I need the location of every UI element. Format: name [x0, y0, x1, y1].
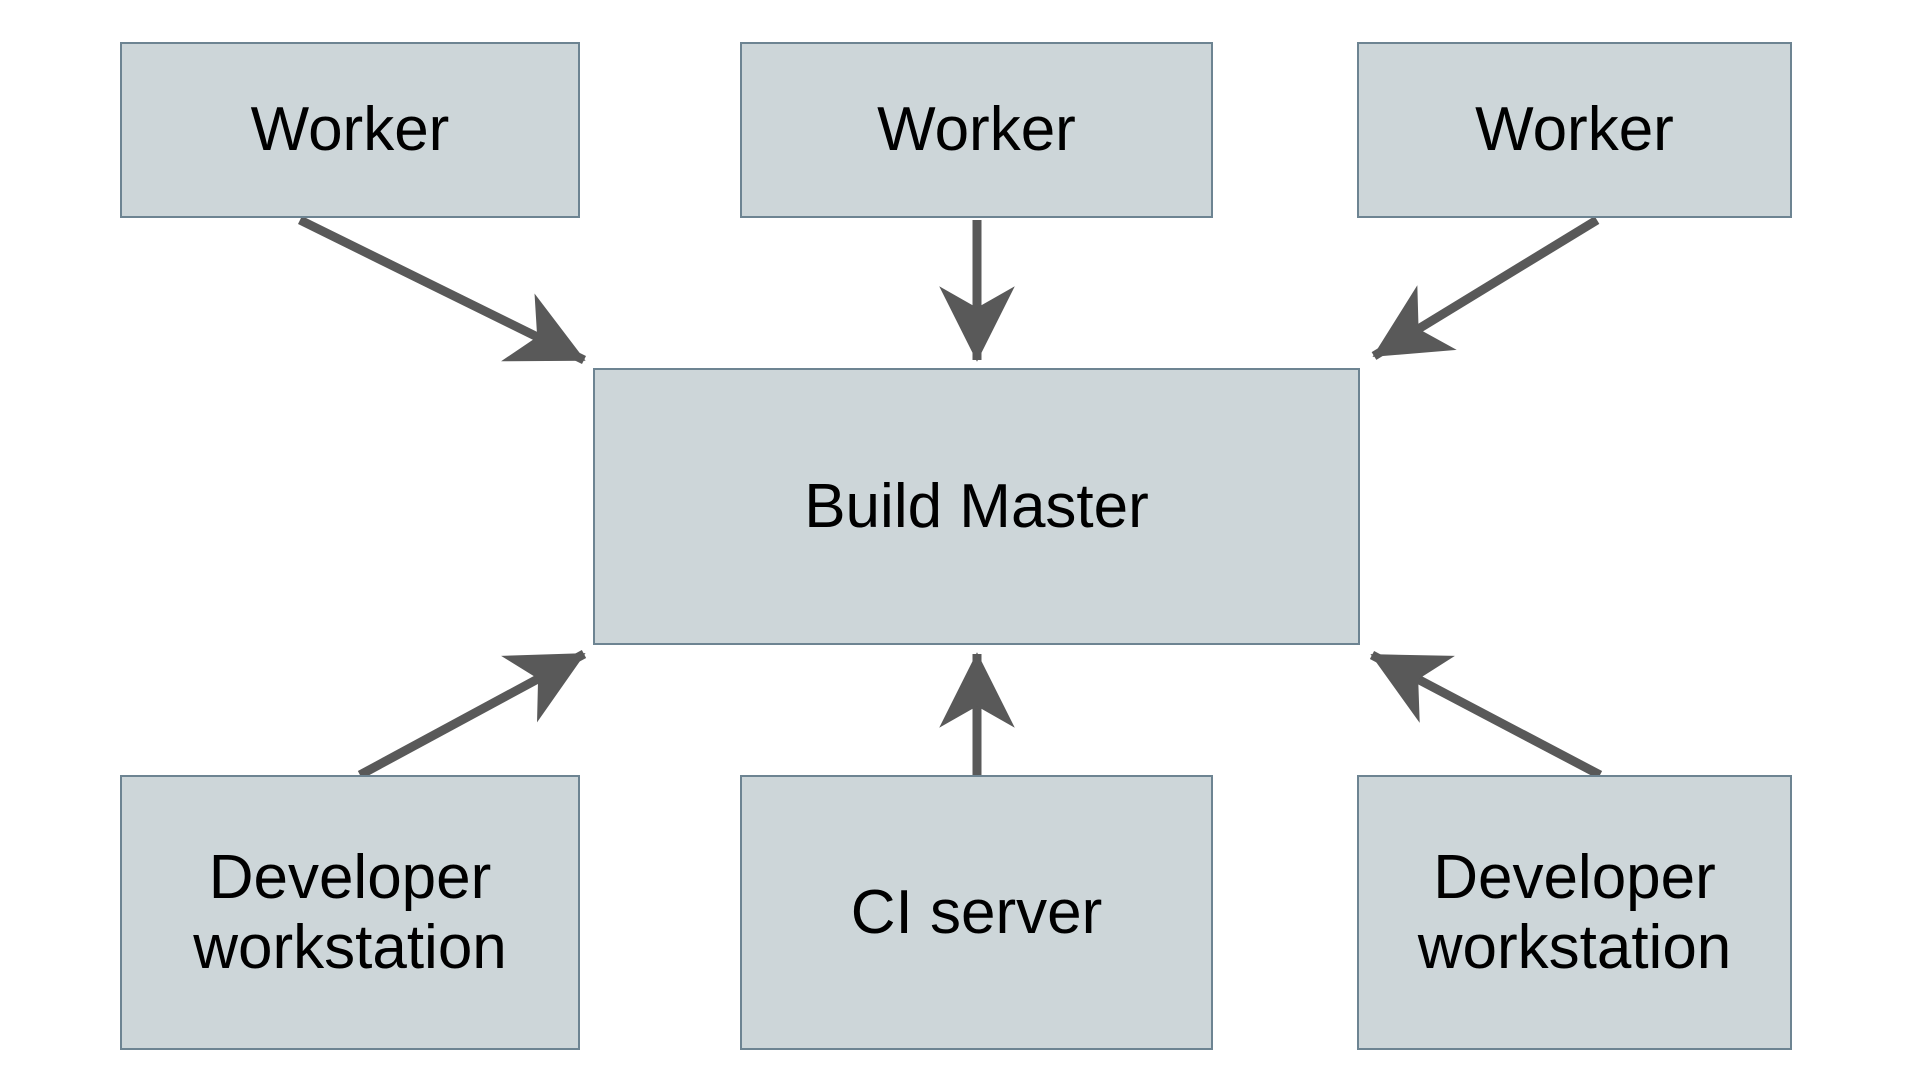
node-developer-workstation-left-label: Developer workstation	[193, 843, 507, 982]
node-worker-mid-label: Worker	[877, 95, 1076, 165]
edge-worker-left-to-master	[298, 215, 586, 365]
node-worker-right[interactable]: Worker	[1357, 42, 1792, 218]
node-worker-right-label: Worker	[1475, 95, 1674, 165]
node-build-master[interactable]: Build Master	[593, 368, 1360, 645]
edge-worker-right-to-master	[1371, 216, 1600, 360]
node-developer-workstation-right-label: Developer workstation	[1417, 843, 1732, 982]
edge-dev-left-to-master	[357, 650, 587, 779]
node-ci-server-label: CI server	[850, 877, 1103, 947]
node-developer-workstation-left[interactable]: Developer workstation	[120, 775, 580, 1050]
node-ci-server[interactable]: CI server	[740, 775, 1213, 1050]
node-worker-left-label: Worker	[250, 95, 450, 165]
node-worker-left[interactable]: Worker	[120, 42, 580, 218]
edge-dev-right-to-master	[1369, 651, 1603, 779]
node-worker-mid[interactable]: Worker	[740, 42, 1213, 218]
node-developer-workstation-right[interactable]: Developer workstation	[1357, 775, 1792, 1050]
node-build-master-label: Build Master	[804, 471, 1149, 541]
